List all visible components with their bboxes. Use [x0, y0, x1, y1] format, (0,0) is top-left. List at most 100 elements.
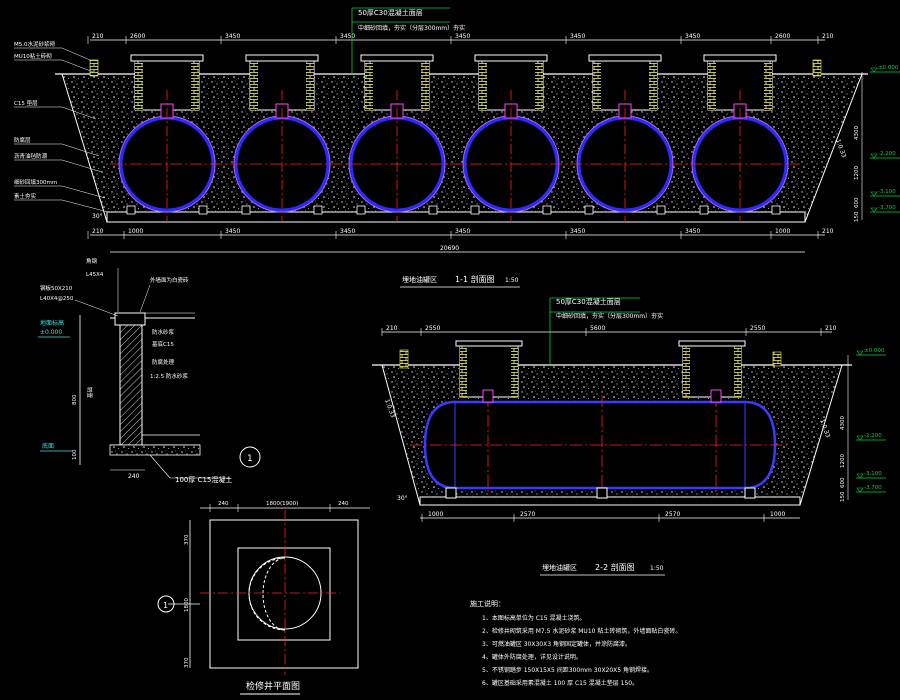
dim-bottom-2-0: 1000 [428, 511, 443, 518]
dim-bottom-1-1: 1000 [128, 228, 143, 235]
left-note-6: 素土夯实 [14, 192, 37, 200]
plan-dim-left-1: 1800 [184, 598, 190, 612]
v1-right-level-2: -3.100 [878, 189, 896, 195]
plan-dim-top-2: 240 [338, 501, 349, 507]
manhole-6 [707, 59, 773, 111]
manhole-2 [249, 59, 315, 111]
dim-top-1-4: 3450 [455, 33, 470, 40]
svg-text:1-1 剖面图: 1-1 剖面图 [455, 274, 495, 284]
note-2: 2、检修井砌筑采用 M7.5 水泥砂浆 MU10 粘土砖砌筑，外墙面贴白瓷砖。 [482, 627, 681, 635]
plan-dim-top-0: 240 [218, 501, 229, 507]
manhole-right-2 [682, 344, 742, 398]
dim-top-1-1: 2600 [130, 33, 145, 40]
dim-top-2-2: 5600 [590, 325, 605, 332]
manhole-3 [364, 59, 430, 111]
dim-top-1-5: 3450 [570, 33, 585, 40]
wall-hatch [119, 324, 143, 446]
v2-right-level-0: ±0.000 [864, 348, 885, 354]
detail-level: ±0.000 [40, 329, 62, 336]
plan-title: 检修井平面图 [246, 680, 300, 692]
slope-label-1: 1:0.33 [834, 138, 847, 159]
plan-callout: 1 [163, 601, 168, 610]
dim-bottom-1-2: 3450 [225, 228, 240, 235]
v1-right-level-3: -3.700 [878, 205, 896, 211]
angle-label-1: 30° [92, 213, 103, 220]
plan-outer [209, 519, 359, 669]
dim-top-2-4: 210 [825, 325, 837, 332]
manhole-left-2 [459, 344, 519, 398]
v1-right-level-1: -2.200 [878, 151, 896, 157]
plan-callout-circle [157, 595, 175, 613]
manhole-plan: 240 1800(1900) 240 370 1800 370 1 检修井平面图 [157, 501, 370, 695]
plan-dim-top-1: 1800(1900) [266, 501, 298, 507]
detail-bottom-dim: 240 [128, 473, 140, 480]
construction-notes: 施工说明： 1、本图标高单位为 C15 混凝土浇筑。 2、检修井砌筑采用 M7.… [470, 599, 681, 687]
dim-top-2-3: 2550 [750, 325, 765, 332]
base-slab-2 [419, 496, 801, 506]
svg-text:1:50: 1:50 [650, 565, 664, 572]
note-top-1-line2: 中细砂回填，夯实（分层300mm）夯实 [358, 24, 465, 32]
dim-bottom-1-6: 3450 [685, 228, 700, 235]
note-4: 4、罐体外防腐处理，详见设计说明。 [482, 653, 582, 661]
detail-vdim-0: 800 [72, 394, 78, 405]
plan-inner [237, 547, 331, 641]
dim-bottom-1-3: 3450 [340, 228, 355, 235]
dim-bottom-1-4: 3450 [455, 228, 470, 235]
detail-level-tag: 地面标高 [40, 319, 64, 327]
note-1: 1、本图标高单位为 C15 混凝土浇筑。 [482, 614, 585, 622]
v1-right-dim-1: 1200 [854, 166, 860, 180]
left-note-2: C15 垫层 [14, 99, 38, 107]
v1-right-level-0: ±0.000 [878, 65, 899, 71]
plan-dim-left-2: 370 [184, 657, 190, 668]
detail-callout-circle [239, 446, 261, 468]
note-top-2-line2: 中细砂回填，夯实（分层300mm）夯实 [556, 312, 663, 320]
detail-callout: 1 [247, 454, 253, 464]
dim-top-1-2: 3450 [225, 33, 240, 40]
note-5: 5、不锈钢踏步 150X15X5 间距300mm 30X20X5 角钢焊接。 [482, 666, 653, 674]
v2-right-level-2: -3.100 [864, 471, 882, 477]
detail-label-2: 钢板50X210 [40, 284, 73, 292]
base-slab-1 [106, 211, 806, 223]
section-2-2-title: 埋地油罐区 2-2 剖面图 1:50 [540, 562, 665, 576]
svg-text:1:50: 1:50 [505, 277, 519, 284]
dim-top-1-0: 210 [92, 33, 104, 40]
left-note-5: 细砂回填300mm [14, 178, 57, 186]
dim-top-1-7: 2600 [775, 33, 790, 40]
dim-bottom-1-8: 210 [822, 228, 834, 235]
v2-right-dim-3: 150 [840, 491, 846, 502]
tanks-row [89, 54, 822, 222]
v1-right-dim-2: 600 [854, 197, 860, 208]
v2-right-dim-1: 1200 [840, 454, 846, 468]
dim-bottom-1-5: 3450 [570, 228, 585, 235]
note-top-1-line1: 50厚C30混凝土面层 [358, 8, 423, 17]
detail-label-4: 外墙面为白瓷砖 [150, 276, 189, 284]
left-note-3: 防腐层 [14, 136, 31, 144]
note-6: 6、罐区基础采用素混凝土 100 厚 C15 混凝土垫层 150。 [482, 679, 638, 687]
detail-vdim-1: 基础 [86, 386, 94, 398]
svg-text:埋地油罐区: 埋地油罐区 [542, 563, 577, 572]
plan-dim-left-0: 370 [184, 534, 190, 545]
detail-label-1: L45X4 [86, 272, 104, 278]
left-note-4: 沥青油毡防潮 [14, 152, 48, 160]
detail-label-6: 基底C15 [152, 340, 174, 348]
dim-bottom-2-3: 1000 [770, 511, 785, 518]
v1-right-dim-3: 150 [854, 211, 860, 222]
notes-heading: 施工说明： [470, 599, 505, 608]
manhole-5 [592, 59, 658, 111]
detail-label-0: 角钢 [86, 257, 98, 265]
detail-label-5: 防水砂浆 [152, 328, 175, 336]
detail-label-8: 1:2.5 防水砂浆 [150, 372, 188, 380]
detail-label-3: L40X4@250 [40, 296, 74, 302]
v2-right-dim-2: 600 [840, 477, 846, 488]
plan-dims: 240 1800(1900) 240 370 1800 370 [184, 501, 349, 668]
dim-bottom-1-7: 1000 [775, 228, 790, 235]
v2-right-level-3: -3.700 [864, 485, 882, 491]
dim-top-2-1: 2550 [425, 325, 440, 332]
